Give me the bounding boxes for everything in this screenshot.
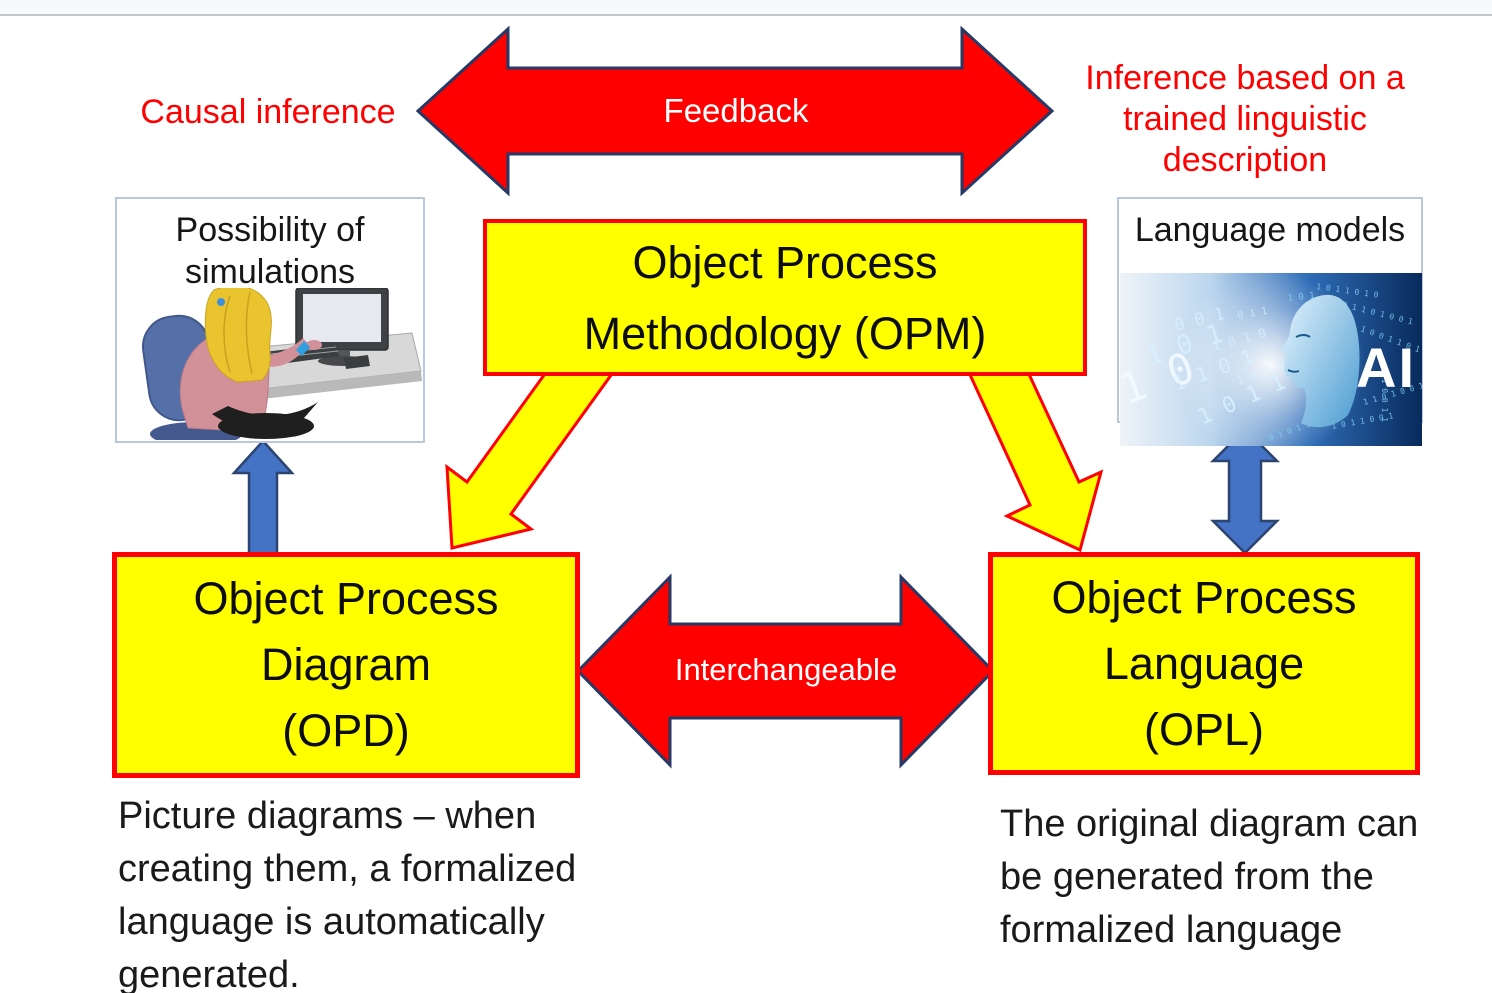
opd-title-line1: Object Process [193,573,499,624]
ai-image: 1 0 1 0 1 0 0 1 1 1 0 1 1 0 1 1 0 1 0 1 … [1120,273,1422,446]
opd-title-line3: (OPD) [282,705,410,756]
causal-inference-label: Causal inference [140,93,396,131]
opl-title-line3: (OPL) [1143,703,1264,755]
binary-text: 0 1 1 [1237,306,1269,322]
ai-face [1280,294,1360,428]
opl-ai-double-arrow [1209,427,1281,555]
opd-note-line: generated. [118,954,300,993]
language-models-title: Language models [1134,211,1406,249]
inference-annotation: Inference based on a trained linguistic … [1080,58,1410,181]
opm-box: Object Process Methodology (OPM) [483,219,1087,376]
feedback-arrow-label: Feedback [663,92,809,129]
opm-to-opd-arrow [445,336,617,550]
opl-title-line1: Object Process [1051,571,1357,623]
window-top-bar [0,0,1492,16]
opl-note: The original diagram can be generated fr… [1000,798,1430,957]
inference-line: trained linguistic [1123,100,1367,138]
opm-title-line2: Methodology (OPM) [583,307,987,359]
opl-note-line: formalized language [1000,909,1343,951]
opd-to-simulations-arrow [231,439,295,558]
simulations-box: Possibility of simulations [115,197,425,443]
binary-text: 0 1 0 0 1 1 [1380,369,1389,422]
inference-line: description [1162,141,1328,179]
opd-note-line: language is automatically [118,901,545,943]
opd-box: Object Process Diagram (OPD) [112,552,580,778]
opm-title-line1: Object Process [632,236,938,288]
opl-box: Object Process Language (OPL) [988,552,1420,775]
simulations-title-line2: simulations [184,253,356,291]
opd-note-line: creating them, a formalized [118,848,577,890]
ai-label: AI [1356,336,1416,399]
inference-line: Inference based on a [1085,59,1405,97]
woman-at-computer-illustration [141,288,422,440]
interchangeable-arrow-label: Interchangeable [674,652,898,687]
opd-note-line: Picture diagrams – when [118,795,537,837]
opl-note-line: The original diagram can [1000,803,1419,845]
opd-title-line2: Diagram [260,639,432,690]
language-models-box: Language models [1117,197,1423,446]
opl-note-line: be generated from the [1000,856,1374,898]
feedback-arrow [415,25,1055,197]
simulations-title-line1: Possibility of [175,211,365,249]
opd-note: Picture diagrams – when creating them, a… [118,790,578,993]
opl-title-line2: Language [1103,637,1305,689]
